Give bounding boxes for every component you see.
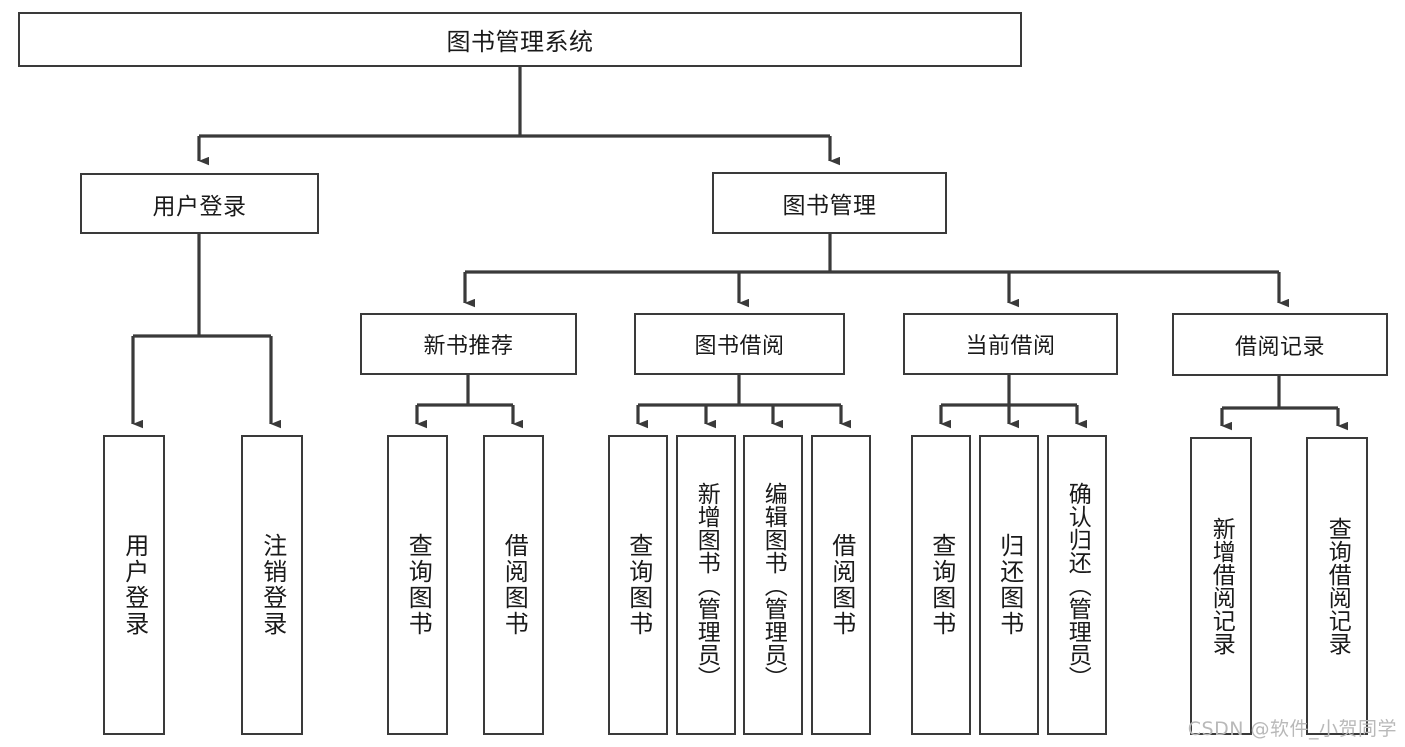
- node-borrow-record-label: 借阅记录: [1234, 334, 1325, 360]
- node-leaf-borrow-book-1-label: 借阅图书: [500, 533, 529, 637]
- node-leaf-borrow-book-2-label: 借阅图书: [827, 533, 856, 637]
- node-book-borrow[interactable]: 图书借阅: [634, 313, 845, 375]
- node-leaf-query-record-label: 查询借阅记录: [1324, 517, 1351, 655]
- node-leaf-edit-book-label: 编辑图书（管理员）: [760, 481, 787, 689]
- node-leaf-add-book-label: 新增图书（管理员）: [693, 481, 720, 689]
- node-leaf-edit-book[interactable]: 编辑图书（管理员）: [743, 435, 803, 735]
- node-leaf-add-book[interactable]: 新增图书（管理员）: [676, 435, 736, 735]
- node-book-manage[interactable]: 图书管理: [712, 172, 947, 234]
- node-leaf-query-book-3[interactable]: 查询图书: [911, 435, 971, 735]
- node-book-borrow-label: 图书借阅: [694, 334, 785, 359]
- node-leaf-logout-login[interactable]: 注销登录: [241, 435, 303, 735]
- node-root-label: 图书管理系统: [446, 28, 594, 56]
- node-user-login[interactable]: 用户登录: [80, 173, 319, 234]
- node-leaf-query-book-3-label: 查询图书: [927, 533, 956, 637]
- watermark-text: CSDN @软件_小贺同学: [1187, 718, 1397, 740]
- node-leaf-query-record[interactable]: 查询借阅记录: [1306, 437, 1368, 735]
- node-leaf-confirm-return[interactable]: 确认归还（管理员）: [1047, 435, 1107, 735]
- node-leaf-borrow-book-2[interactable]: 借阅图书: [811, 435, 871, 735]
- node-leaf-query-book-2-label: 查询图书: [624, 533, 653, 637]
- node-leaf-user-login[interactable]: 用户登录: [103, 435, 165, 735]
- node-leaf-logout-login-label: 注销登录: [258, 533, 287, 637]
- node-leaf-return-book-label: 归还图书: [995, 533, 1024, 637]
- node-new-book-recommend[interactable]: 新书推荐: [360, 313, 577, 375]
- node-current-borrow[interactable]: 当前借阅: [903, 313, 1118, 375]
- node-leaf-query-book-2[interactable]: 查询图书: [608, 435, 668, 735]
- node-leaf-borrow-book-1[interactable]: 借阅图书: [483, 435, 544, 735]
- node-book-manage-label: 图书管理: [782, 193, 877, 219]
- node-borrow-record[interactable]: 借阅记录: [1172, 313, 1388, 376]
- node-leaf-user-login-label: 用户登录: [120, 533, 149, 637]
- node-leaf-confirm-return-label: 确认归还（管理员）: [1064, 481, 1091, 689]
- node-leaf-add-record-label: 新增借阅记录: [1208, 517, 1235, 655]
- node-new-book-recommend-label: 新书推荐: [423, 334, 514, 359]
- node-leaf-query-book-1[interactable]: 查询图书: [387, 435, 448, 735]
- node-root[interactable]: 图书管理系统: [18, 12, 1022, 67]
- node-current-borrow-label: 当前借阅: [965, 334, 1056, 359]
- node-leaf-return-book[interactable]: 归还图书: [979, 435, 1039, 735]
- node-user-login-label: 用户登录: [152, 193, 247, 220]
- node-leaf-query-book-1-label: 查询图书: [404, 533, 433, 637]
- node-leaf-add-record[interactable]: 新增借阅记录: [1190, 437, 1252, 735]
